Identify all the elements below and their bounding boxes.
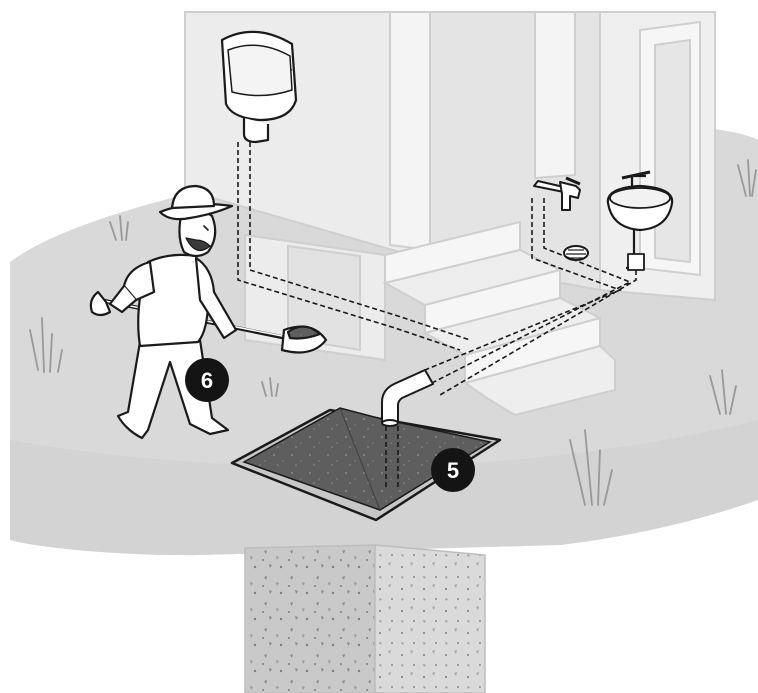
marker-6-label: 6: [201, 368, 213, 393]
sink-icon: [606, 170, 674, 271]
marker-5: 5: [431, 448, 475, 492]
grass-tufts: [29, 159, 757, 506]
soakaway-pit: [230, 407, 502, 522]
marker-6: 6: [185, 358, 229, 402]
marker-5-label: 5: [447, 458, 459, 483]
tap-icon: [533, 176, 581, 211]
worker-with-shovel: [89, 184, 328, 440]
steps: [382, 220, 616, 417]
building: [184, 11, 716, 362]
outlet-pipe: [381, 369, 434, 427]
concrete-block: [244, 544, 486, 693]
urinal-icon: [220, 30, 298, 144]
pipe-runs: [237, 142, 637, 490]
